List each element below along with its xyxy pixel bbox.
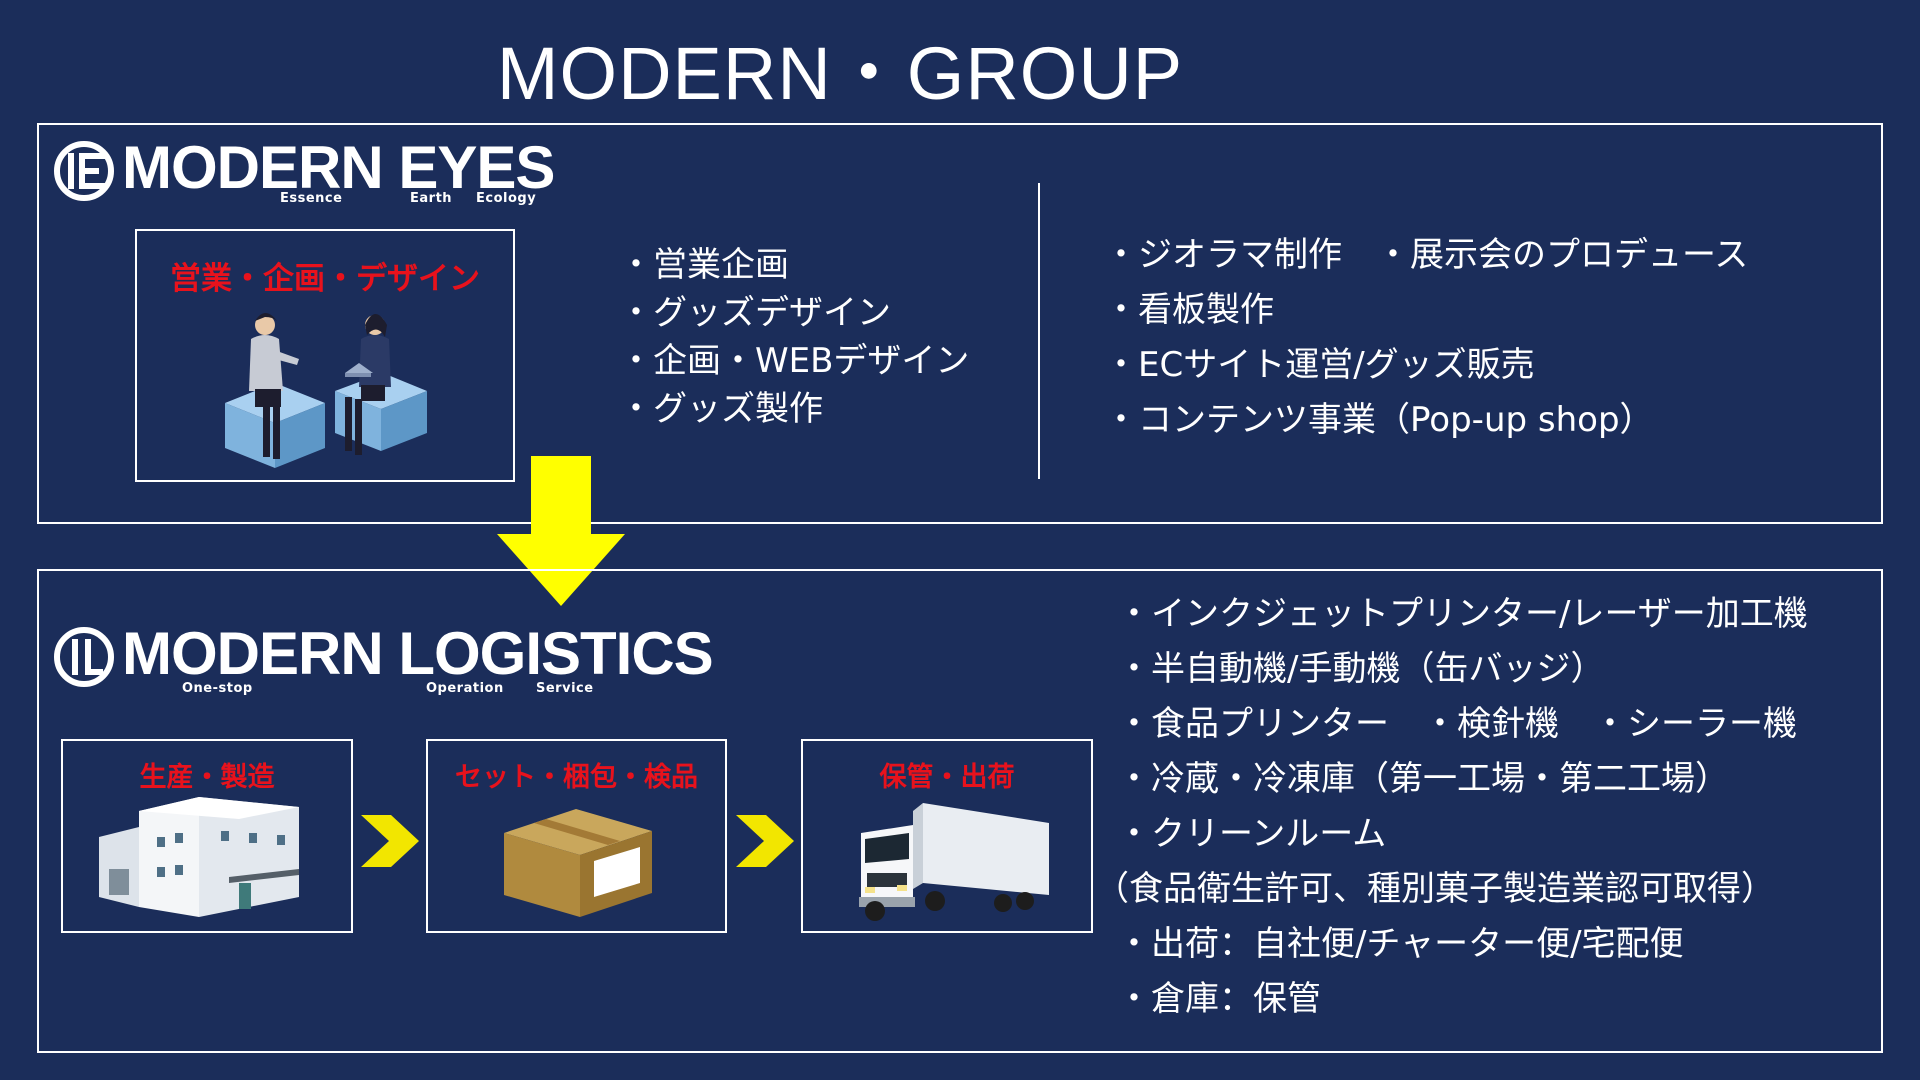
list-item: 半自動機/手動機（缶バッジ） [1117,642,1808,697]
step-packing-label: セット・梱包・検品 [455,762,698,793]
list-item: 冷蔵・冷凍庫（第一工場・第二工場） [1117,752,1808,807]
sales-planning-design-box: 営業・企画・デザイン [135,229,515,482]
list-item: グッズデザイン [619,289,969,337]
modern-eyes-panel: MODERN EYES Essence Earth Ecology 営業・企画・… [37,123,1883,524]
modern-logistics-logo-icon [54,627,114,687]
list-item: 倉庫：保管 [1117,972,1808,1027]
logo-sub-one-stop: One-stop [182,681,253,696]
chevron-right-icon [736,815,794,867]
list-item: ジオラマ制作 ・展示会のプロデュース [1104,228,1748,283]
list-item: 企画・WEBデザイン [619,337,969,385]
step-shipping-box: 保管・出荷 [801,739,1093,933]
chevron-right-icon [361,815,419,867]
factory-illustration [99,797,299,917]
logo-sub-earth: Earth [410,191,453,206]
list-item: （食品衛生許可、種別菓子製造業認可取得） [1095,869,1775,909]
sales-planning-design-label: 営業・企画・デザイン [170,261,480,297]
list-item: 食品プリンター ・検針機 ・シーラー機 [1117,697,1808,752]
logo-sub-essence: Essence [280,191,343,206]
eyes-service-list-right: ジオラマ制作 ・展示会のプロデュース 看板製作 ECサイト運営/グッズ販売 コン… [1104,228,1748,448]
logo-sub-ecology: Ecology [476,191,537,206]
business-meeting-illustration [225,313,427,468]
modern-logistics-panel: MODERN LOGISTICS One-stop Operation Serv… [37,569,1883,1053]
eyes-service-list-left: 営業企画 グッズデザイン 企画・WEBデザイン グッズ製作 [619,241,969,433]
list-item: 営業企画 [619,241,969,289]
logistics-facility-list: インクジェットプリンター/レーザー加工機 半自動機/手動機（缶バッジ） 食品プリ… [1095,587,1808,1027]
step-packing-box: セット・梱包・検品 [426,739,727,933]
modern-eyes-logo-icon [54,141,114,201]
list-item: インクジェットプリンター/レーザー加工機 [1117,587,1808,642]
modern-eyes-logo: MODERN EYES Essence Earth Ecology [52,134,555,206]
step-production-box: 生産・製造 [61,739,353,933]
logo-sub-service: Service [536,681,594,696]
truck-illustration [859,803,1049,921]
modern-eyes-wordmark: MODERN EYES [122,134,555,201]
list-item: コンテンツ事業（Pop-up shop） [1104,393,1748,448]
list-item: グッズ製作 [619,385,969,433]
modern-logistics-logo: MODERN LOGISTICS One-stop Operation Serv… [52,620,714,696]
logo-sub-operation: Operation [426,681,504,696]
list-item: クリーンルーム [1117,807,1808,862]
eyes-divider [1038,183,1040,479]
down-arrow-icon [497,456,625,606]
list-item: ECサイト運営/グッズ販売 [1104,338,1748,393]
page-title: MODERN・GROUP [496,32,1184,115]
step-shipping-label: 保管・出荷 [879,762,1015,793]
step-production-label: 生産・製造 [139,762,275,793]
cardboard-box-illustration [504,809,652,917]
list-item: 看板製作 [1104,283,1748,338]
modern-logistics-wordmark: MODERN LOGISTICS [122,620,714,687]
list-item: 出荷：自社便/チャーター便/宅配便 [1117,917,1808,972]
